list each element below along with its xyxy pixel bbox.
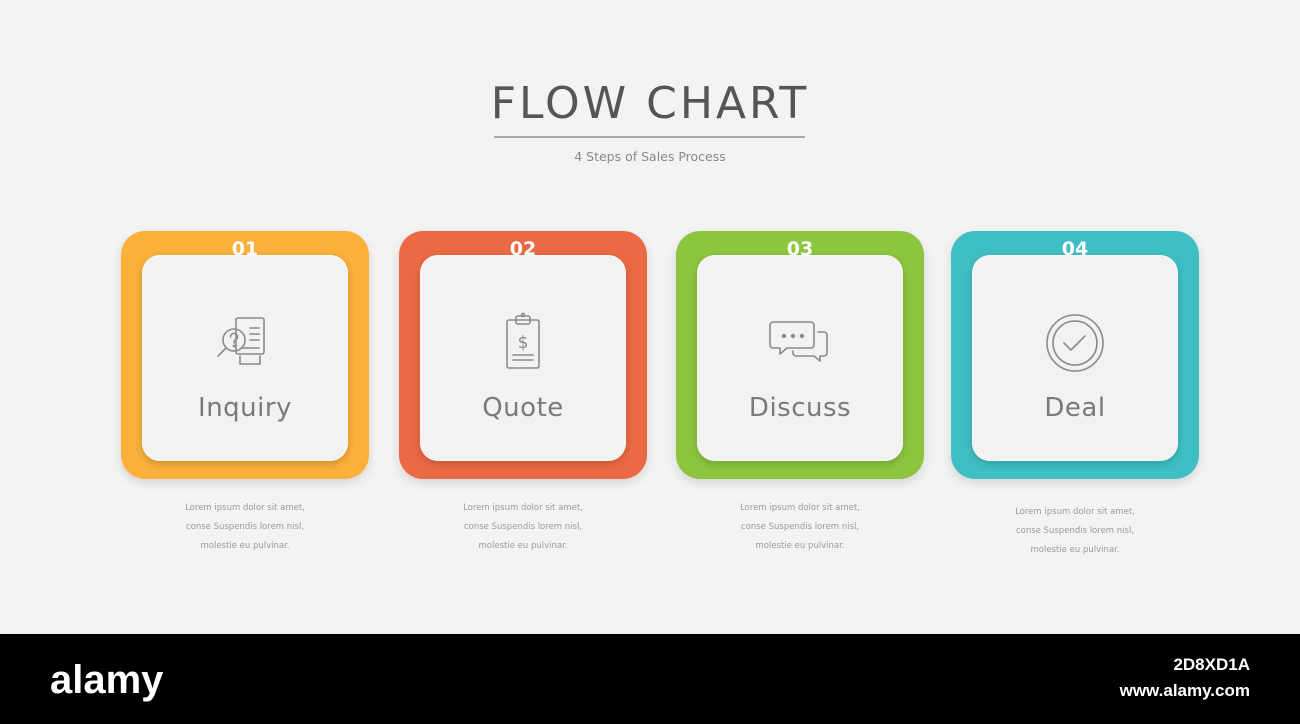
desc-line: molestie eu pulvinar. (200, 541, 290, 551)
desc-line: conse Suspendis lorem nisl, (740, 522, 860, 532)
desc-line: molestie eu pulvinar. (1030, 545, 1120, 555)
step-inner-card: $ Quote (420, 255, 626, 461)
page-subtitle: 4 Steps of Sales Process (574, 149, 726, 164)
clipboard-dollar-icon: $ (490, 310, 556, 376)
desc-line: molestie eu pulvinar. (478, 541, 568, 551)
step-inner-card: Deal (972, 255, 1178, 461)
step-card-deal: 04 Deal (951, 231, 1199, 479)
step-card-inquiry: 01 Inquiry (121, 231, 369, 479)
step-card-quote: 02 $ Quote (399, 231, 647, 479)
step-label: Deal (1044, 393, 1106, 423)
desc-line: Lorem ipsum dolor sit amet, (463, 503, 583, 513)
title-underline (494, 136, 805, 138)
step-description-discuss: Lorem ipsum dolor sit amet, conse Suspen… (676, 499, 924, 556)
step-description-quote: Lorem ipsum dolor sit amet, conse Suspen… (399, 499, 647, 556)
infographic-canvas: FLOW CHART 4 Steps of Sales Process 01 (121, 78, 1199, 560)
desc-line: conse Suspendis lorem nisl, (463, 522, 583, 532)
desc-line: Lorem ipsum dolor sit amet, (740, 503, 860, 513)
desc-line: Lorem ipsum dolor sit amet, (185, 503, 305, 513)
checkmark-circle-icon (1042, 310, 1108, 376)
desc-line: conse Suspendis lorem nisl, (185, 522, 305, 532)
step-label: Quote (482, 393, 564, 423)
watermark-footer-bar: alamy 2D8XD1A www.alamy.com (0, 634, 1300, 724)
brand-logo: alamy (50, 658, 164, 702)
step-description-deal: Lorem ipsum dolor sit amet, conse Suspen… (951, 503, 1199, 560)
step-description-inquiry: Lorem ipsum dolor sit amet, conse Suspen… (121, 499, 369, 556)
chat-bubbles-icon (767, 310, 833, 376)
page-title: FLOW CHART (490, 78, 810, 129)
image-id: 2D8XD1A (1173, 655, 1250, 674)
desc-line: molestie eu pulvinar. (755, 541, 845, 551)
step-label: Inquiry (198, 393, 292, 423)
step-inner-card: Discuss (697, 255, 903, 461)
site-url: www.alamy.com (1119, 681, 1250, 700)
svg-text:$: $ (518, 333, 529, 353)
step-label: Discuss (748, 393, 852, 423)
desc-line: Lorem ipsum dolor sit amet, (1015, 507, 1135, 517)
desc-line: conse Suspendis lorem nisl, (1015, 526, 1135, 536)
step-card-discuss: 03 Discuss (676, 231, 924, 479)
search-question-document-icon (212, 310, 278, 376)
step-inner-card: Inquiry (142, 255, 348, 461)
